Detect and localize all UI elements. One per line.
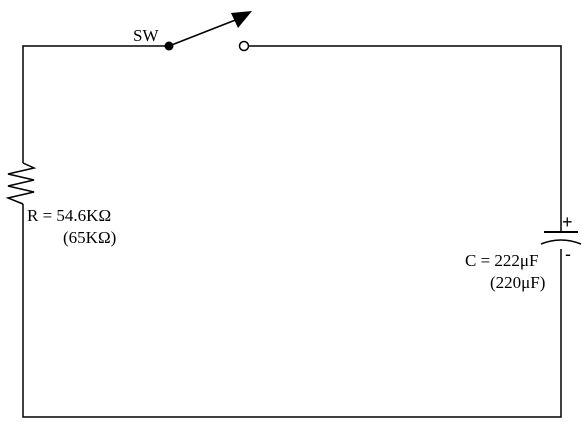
wire-left-top [22, 45, 169, 163]
wire-right-top [248, 45, 562, 232]
switch-label: SW [133, 26, 159, 45]
switch-arrowhead [231, 11, 252, 28]
resistor-nominal-label: (65KΩ) [63, 228, 116, 247]
capacitor-label: C = 222μF [465, 251, 539, 270]
resistor-symbol [5, 162, 37, 205]
switch-open-contact [238, 40, 250, 52]
capacitor-symbol [540, 231, 582, 245]
wire-left-bottom [22, 204, 562, 418]
switch-symbol[interactable] [164, 11, 253, 52]
capacitor-nominal-label: (220μF) [490, 273, 545, 292]
capacitor-minus-sign: - [565, 244, 571, 264]
capacitor-plus-sign: + [562, 212, 573, 232]
switch-arm [168, 18, 239, 47]
capacitor-plate-curved [540, 239, 582, 245]
resistor-label: R = 54.6KΩ [27, 206, 111, 225]
wires [22, 45, 562, 418]
